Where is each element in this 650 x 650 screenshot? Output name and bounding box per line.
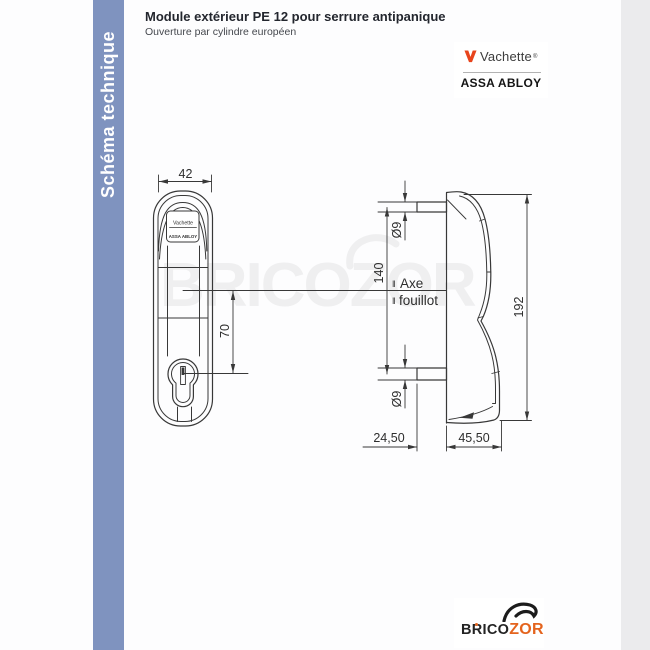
- dim-height-192: 192: [512, 297, 526, 318]
- dim-diameter-top: Ø9: [390, 222, 404, 239]
- watermark-swoosh: [346, 234, 400, 270]
- page-title: Module extérieur PE 12 pour serrure anti…: [145, 9, 446, 24]
- assa-abloy-label: ASSA ABLOY: [460, 76, 542, 90]
- bricozor-logo: BricoZor: [454, 598, 544, 648]
- page-subtitle: Ouverture par cylindre européen: [145, 26, 297, 38]
- page-right-margin: [621, 0, 650, 650]
- front-view: [152, 190, 214, 427]
- dimension-lines: [158, 174, 532, 452]
- dim-offset-4550: 45,50: [458, 431, 489, 445]
- bricozor-tail-icon: [502, 602, 538, 622]
- dim-offset-2450: 24,50: [373, 431, 404, 445]
- axis-parallel-mark-top: ‖: [392, 279, 396, 289]
- sidebar: [93, 0, 124, 650]
- vachette-v-icon: [464, 50, 477, 63]
- bricozor-i-dot: [475, 623, 478, 626]
- bricozor-name-part1: Brico: [461, 622, 510, 638]
- axis-label-word1: Axe: [400, 276, 423, 291]
- axis-label-word2: fouillot: [399, 293, 438, 308]
- vachette-divider: [463, 72, 541, 73]
- plate-brand-name: Vachette: [173, 221, 193, 227]
- dimension-arrows: [159, 179, 530, 450]
- dim-width-42: 42: [179, 167, 193, 181]
- bricozor-name-part2: Zor: [509, 621, 544, 638]
- dim-axis-70: 70: [218, 324, 232, 338]
- vachette-reg-mark: ®: [532, 53, 538, 60]
- axis-parallel-mark-bottom: ‖: [392, 296, 396, 306]
- side-view: [416, 191, 501, 424]
- plate-brand-group: ASSA ABLOY: [169, 234, 198, 239]
- dim-diameter-bottom: Ø9: [390, 391, 404, 408]
- vachette-name: Vachette: [480, 49, 532, 64]
- dim-spacing-140: 140: [372, 263, 386, 284]
- vachette-logo: Vachette® ASSA ABLOY: [454, 42, 548, 98]
